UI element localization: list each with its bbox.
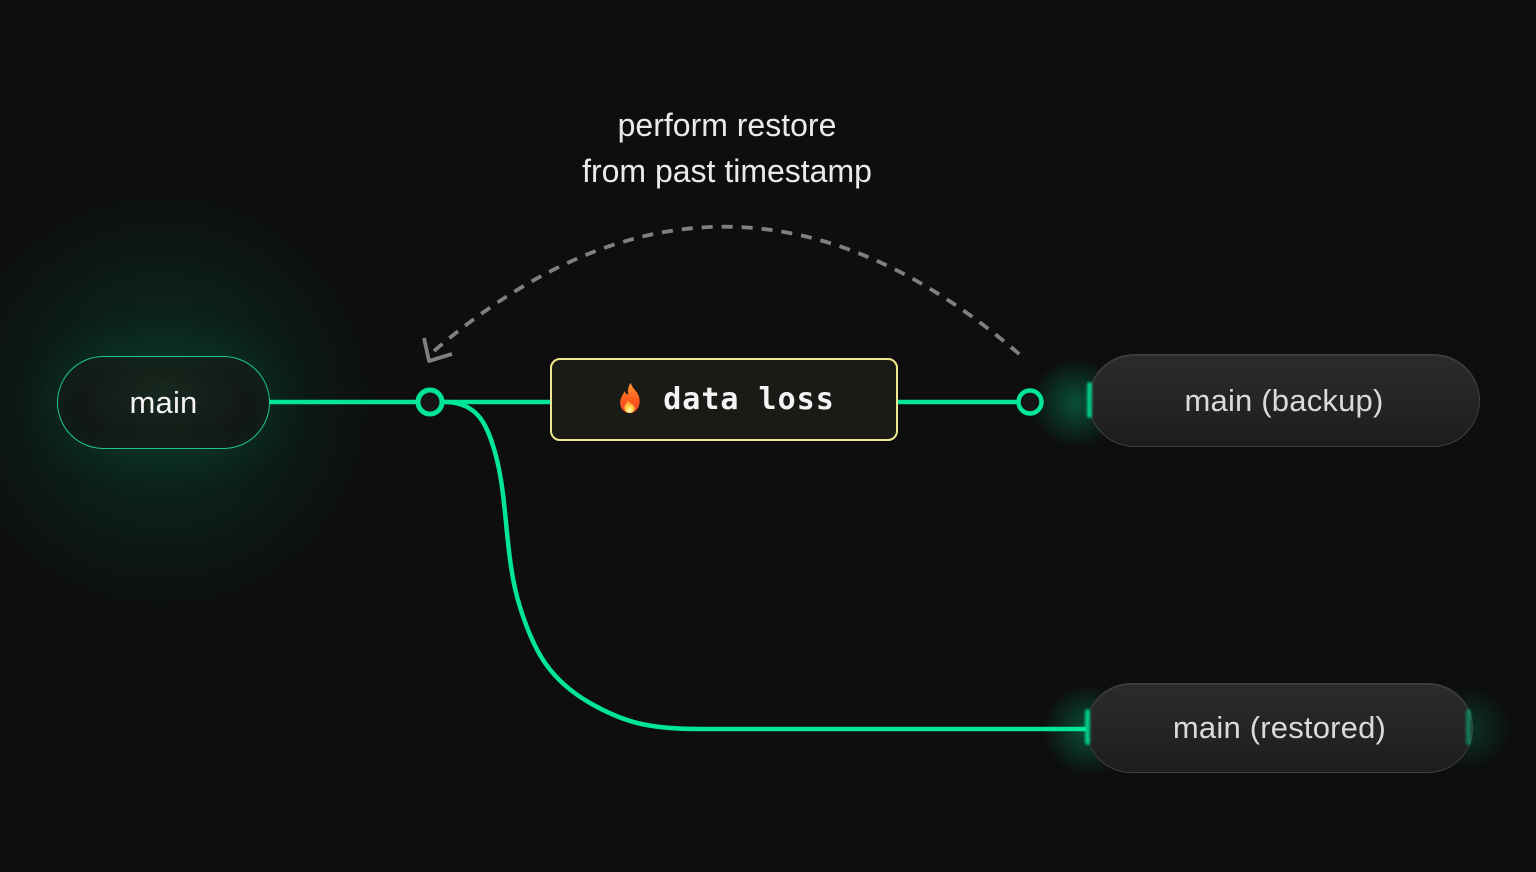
restore-arc-arrowhead-icon bbox=[422, 337, 453, 363]
restored-right-tick bbox=[1466, 709, 1471, 745]
restored-connection-tick bbox=[1085, 709, 1090, 745]
caption: perform restore from past timestamp bbox=[427, 102, 1027, 194]
backup-point-node bbox=[1016, 388, 1044, 416]
node-backup-label: main (backup) bbox=[1184, 382, 1384, 418]
node-main-restored: main (restored) bbox=[1086, 683, 1473, 773]
branch-point-node bbox=[415, 387, 445, 417]
node-main-backup: main (backup) bbox=[1088, 354, 1480, 447]
data-loss-box: data loss bbox=[550, 358, 898, 441]
restore-arc bbox=[432, 224, 1028, 362]
node-main-label: main bbox=[129, 384, 198, 420]
node-main: main bbox=[57, 356, 270, 449]
caption-line-1: perform restore bbox=[617, 107, 837, 143]
restored-branch-line bbox=[427, 399, 1091, 732]
fire-icon bbox=[620, 382, 640, 413]
backup-connection-tick bbox=[1087, 382, 1092, 418]
data-loss-label: data loss bbox=[663, 382, 835, 417]
node-restored-label: main (restored) bbox=[1172, 710, 1387, 745]
caption-line-2: from past timestamp bbox=[582, 153, 872, 189]
